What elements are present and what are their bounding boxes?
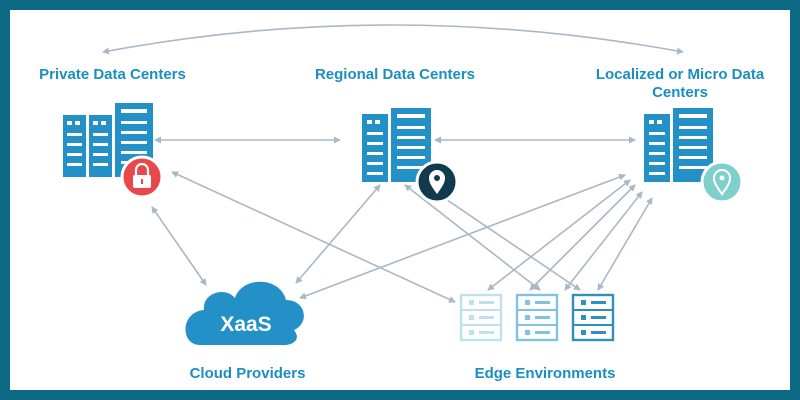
connector-arrows [102,24,684,303]
arrow-local-edge-3 [564,191,643,291]
arrow-private-to-local-arc [102,24,684,55]
arrow-private-cloud [151,206,207,286]
arrow-regional-edge [404,184,541,291]
edge-server-icon-dark [571,293,615,342]
arrow-local-edge-4 [597,197,653,291]
cloud-icon: XaaS [185,281,304,346]
label-edge-environments: Edge Environments [474,365,616,382]
edge-server-icon-light [459,293,503,342]
localized-data-center-server-icon [644,108,713,182]
label-private-data-centers: Private Data Centers [39,66,186,83]
map-pin-icon [415,160,459,204]
map-pin-icon [700,160,744,204]
edge-server-icon-mid [515,293,559,342]
arrow-local-cloud [299,173,626,300]
regional-data-center-server-icon [362,108,431,182]
label-localized-data-centers: Localized or Micro Data Centers [595,66,765,101]
label-regional-data-centers: Regional Data Centers [314,66,476,83]
label-cloud-providers: Cloud Providers [189,365,306,382]
arrow-local-edge-2 [529,184,636,291]
lock-icon [120,155,164,199]
xaas-text: XaaS [220,313,271,336]
